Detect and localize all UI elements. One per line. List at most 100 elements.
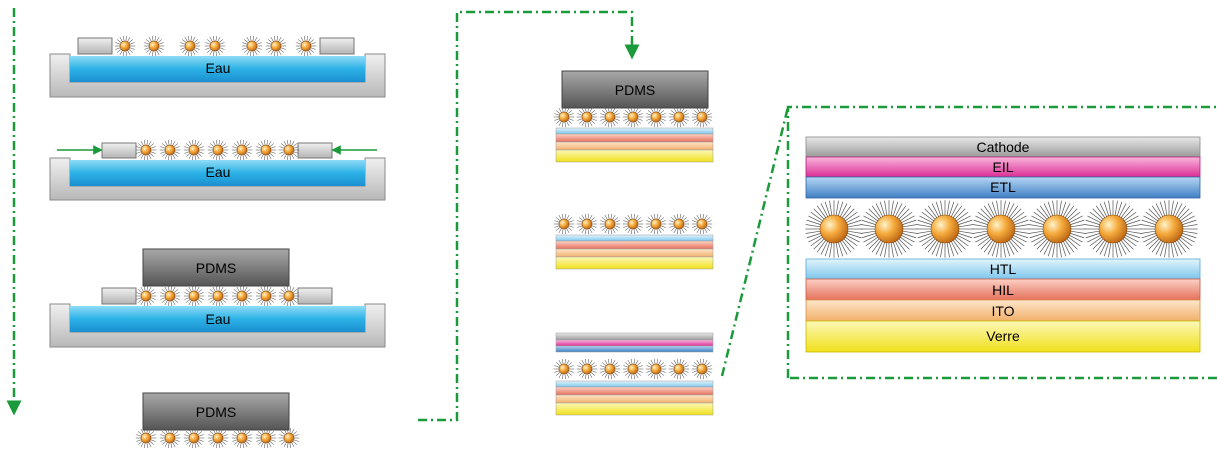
- quantum-dot-icon: [553, 358, 575, 380]
- barrier-right: [319, 37, 355, 55]
- step-2-compression: Eau: [49, 139, 386, 201]
- quantum-dot-icon: [599, 106, 621, 128]
- quantum-dot-icon: [1084, 200, 1142, 258]
- quantum-dot-icon: [183, 285, 205, 307]
- stack-layer: [555, 234, 714, 242]
- quantum-dot-icon: [183, 139, 205, 161]
- quantum-dot-icon: [1140, 200, 1198, 258]
- water-label: Eau: [206, 311, 231, 327]
- quantum-dot-icon: [135, 285, 157, 307]
- quantum-dot-icon: [135, 139, 157, 161]
- layer-etl: [805, 176, 1201, 199]
- water-label: Eau: [206, 164, 231, 180]
- quantum-dot-icon: [916, 200, 974, 258]
- picked-up-monolayer: [135, 427, 300, 449]
- quantum-dot-icon: [645, 358, 667, 380]
- quantum-dot-icon: [972, 200, 1030, 258]
- quantum-dot-icon: [622, 106, 644, 128]
- quantum-dot-icon: [599, 213, 621, 235]
- quantum-dot-icon: [860, 200, 918, 258]
- water-bath: [70, 306, 365, 332]
- barrier-left: [101, 287, 137, 305]
- stack-layer: [555, 141, 714, 151]
- stack-layer: [555, 345, 714, 353]
- layer-label-etl: ETL: [990, 179, 1016, 195]
- quantum-dot-icon: [241, 35, 263, 57]
- layer-glass: [805, 320, 1201, 353]
- layer-label-hil: HIL: [992, 282, 1014, 298]
- layer-label-cathode: Cathode: [977, 139, 1030, 155]
- stack-layer: [555, 133, 714, 143]
- step-1-trough: Eau: [49, 35, 386, 98]
- quantum-dot-icon: [668, 106, 690, 128]
- step-5-stamp-on-substrate: PDMS: [553, 70, 714, 163]
- quantum-dot-icon: [265, 35, 287, 57]
- deposited-monolayer: [553, 213, 713, 235]
- quantum-dot-icon: [135, 427, 157, 449]
- pdms-label: PDMS: [196, 260, 236, 276]
- top-layer-stack: [555, 332, 714, 353]
- quantum-dot-icon: [204, 35, 226, 57]
- stack-layer: [555, 149, 714, 163]
- quantum-dot-icon: [183, 427, 205, 449]
- quantum-dot-icon: [691, 358, 713, 380]
- quantum-dot-icon: [143, 35, 165, 57]
- layer-label-ito: ITO: [991, 303, 1014, 319]
- emissive-monolayer: [553, 358, 713, 380]
- layer-label-eil: EIL: [992, 159, 1013, 175]
- quantum-dot-icon: [207, 427, 229, 449]
- quantum-dot-icon: [278, 285, 300, 307]
- transferred-monolayer: [553, 106, 713, 128]
- quantum-dot-icon: [255, 285, 277, 307]
- stack-layer: [555, 240, 714, 250]
- quantum-dot-icon: [576, 106, 598, 128]
- stack-layer: [555, 386, 714, 396]
- step-3-stamping: Eau PDMS: [49, 248, 386, 348]
- quantum-dot-icon: [668, 213, 690, 235]
- bottom-layer-stack: [555, 234, 714, 270]
- pdms-label: PDMS: [615, 82, 655, 98]
- quantum-dot-icon: [553, 213, 575, 235]
- quantum-dot-icon: [207, 285, 229, 307]
- water-label: Eau: [206, 60, 231, 76]
- quantum-dot-icon: [179, 35, 201, 57]
- quantum-dot-icon: [231, 285, 253, 307]
- stack-layer: [555, 332, 714, 341]
- barrier-right: [297, 142, 333, 159]
- pdms-stamp: [142, 392, 290, 431]
- water-bath: [70, 56, 365, 82]
- zoom-callout-frame: [786, 105, 1217, 380]
- bottom-layer-stack: [555, 380, 714, 416]
- quantum-dot-icon: [622, 213, 644, 235]
- stack-layer: [555, 380, 714, 388]
- pdms-label: PDMS: [196, 404, 236, 420]
- pdms-stamp: [142, 248, 290, 287]
- quantum-dot-icon: [599, 358, 621, 380]
- zoom-callout-line-lower: [720, 106, 790, 377]
- flow-connectors: [6, 8, 1217, 422]
- barrier-left: [77, 37, 113, 55]
- barrier-right: [297, 287, 333, 305]
- quantum-dot-icon: [159, 285, 181, 307]
- quantum-dot-layer: [805, 200, 1198, 258]
- dispersed-nanocrystals: [114, 35, 317, 57]
- quantum-dot-icon: [159, 139, 181, 161]
- quantum-dot-icon: [231, 139, 253, 161]
- step-6-deposited-monolayer: [553, 213, 714, 270]
- quantum-dot-icon: [576, 358, 598, 380]
- quantum-dot-icon: [295, 35, 317, 57]
- quantum-dot-icon: [805, 200, 863, 258]
- stack-layer: [555, 256, 714, 270]
- barrier-left: [101, 142, 137, 159]
- step-7-complete-device: [553, 332, 714, 416]
- quantum-dot-icon: [622, 358, 644, 380]
- quantum-dot-icon: [576, 213, 598, 235]
- quantum-dot-icon: [231, 427, 253, 449]
- bottom-layer-stack: [555, 127, 714, 163]
- quantum-dot-icon: [553, 106, 575, 128]
- quantum-dot-icon: [207, 139, 229, 161]
- stack-layer: [555, 127, 714, 135]
- quantum-dot-icon: [645, 213, 667, 235]
- stack-layer: [555, 394, 714, 404]
